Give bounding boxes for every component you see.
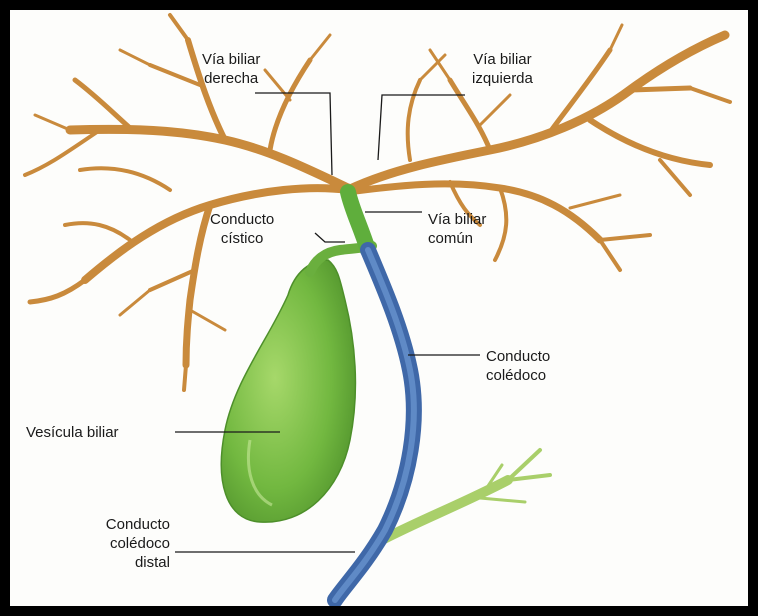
label-line: derecha xyxy=(202,69,260,88)
label-conducto-coledoco-distal: Conducto colédoco distal xyxy=(50,515,170,572)
label-line: Vía biliar xyxy=(202,50,260,69)
label-line: cístico xyxy=(210,229,274,248)
label-line: colédoco xyxy=(50,534,170,553)
diagram-frame: Vía biliar derecha Vía biliar izquierda … xyxy=(10,10,748,606)
label-line: Vía biliar xyxy=(428,210,486,229)
common-hepatic-duct xyxy=(348,192,368,250)
label-line: Vía biliar xyxy=(472,50,533,69)
label-line: Conducto xyxy=(210,210,274,229)
label-line: izquierda xyxy=(472,69,533,88)
label-line: colédoco xyxy=(486,366,550,385)
gallbladder xyxy=(221,260,355,522)
label-vesicula-biliar: Vesícula biliar xyxy=(26,423,119,442)
label-line: común xyxy=(428,229,486,248)
label-via-biliar-izquierda: Vía biliar izquierda xyxy=(472,50,533,88)
label-conducto-cistico: Conducto cístico xyxy=(210,210,274,248)
label-line: Vesícula biliar xyxy=(26,423,119,442)
label-line: distal xyxy=(50,553,170,572)
label-via-biliar-comun: Vía biliar común xyxy=(428,210,486,248)
label-conducto-coledoco: Conducto colédoco xyxy=(486,347,550,385)
label-line: Conducto xyxy=(486,347,550,366)
bile-duct-tree xyxy=(25,15,730,390)
label-line: Conducto xyxy=(50,515,170,534)
label-via-biliar-derecha: Vía biliar derecha xyxy=(202,50,260,88)
